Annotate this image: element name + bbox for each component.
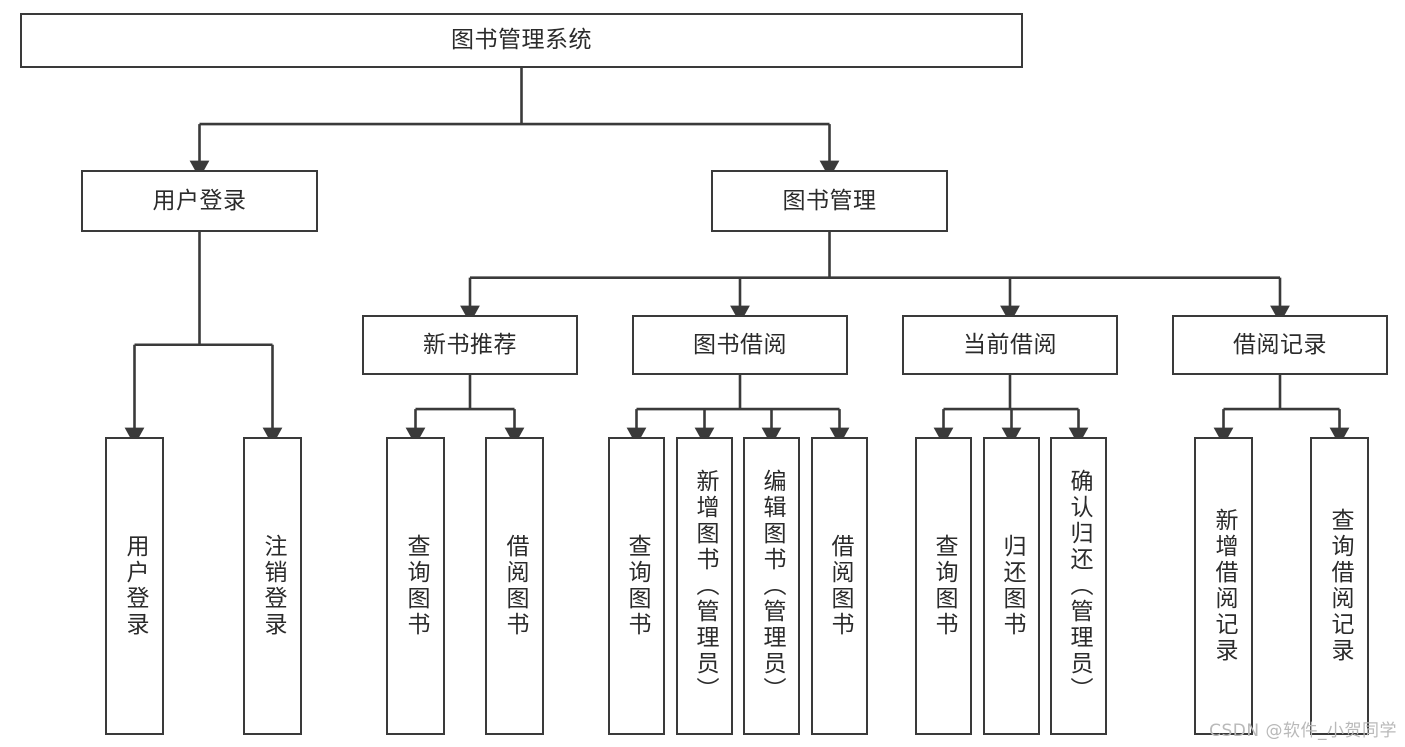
node-label: 确认归还（管理员） bbox=[1066, 469, 1092, 703]
node-label: 查询图书 bbox=[624, 534, 650, 638]
node-leaf-query-book-1[interactable]: 查询图书 bbox=[386, 437, 445, 735]
node-leaf-borrow-book-2[interactable]: 借阅图书 bbox=[811, 437, 868, 735]
node-label: 注销登录 bbox=[260, 534, 286, 638]
node-new-book-recommend[interactable]: 新书推荐 bbox=[362, 315, 578, 375]
node-user-login[interactable]: 用户登录 bbox=[81, 170, 318, 232]
node-current-borrow[interactable]: 当前借阅 bbox=[902, 315, 1118, 375]
node-label: 当前借阅 bbox=[963, 331, 1057, 358]
node-leaf-user-login[interactable]: 用户登录 bbox=[105, 437, 164, 735]
node-label: 用户登录 bbox=[122, 534, 148, 638]
node-label: 查询借阅记录 bbox=[1327, 508, 1353, 664]
node-label: 图书借阅 bbox=[693, 331, 787, 358]
node-book-manage[interactable]: 图书管理 bbox=[711, 170, 948, 232]
node-leaf-query-record[interactable]: 查询借阅记录 bbox=[1310, 437, 1369, 735]
node-leaf-edit-book[interactable]: 编辑图书（管理员） bbox=[743, 437, 800, 735]
node-label: 借阅记录 bbox=[1233, 331, 1327, 358]
node-book-borrow[interactable]: 图书借阅 bbox=[632, 315, 848, 375]
node-label: 查询图书 bbox=[931, 534, 957, 638]
node-label: 新增借阅记录 bbox=[1211, 508, 1237, 664]
node-label: 图书管理 bbox=[782, 187, 877, 214]
node-label: 归还图书 bbox=[999, 534, 1025, 638]
node-label: 借阅图书 bbox=[827, 534, 853, 638]
node-label: 查询图书 bbox=[403, 534, 429, 638]
node-label: 编辑图书（管理员） bbox=[759, 469, 785, 703]
node-root-book-management-system[interactable]: 图书管理系统 bbox=[20, 13, 1023, 68]
node-leaf-logout[interactable]: 注销登录 bbox=[243, 437, 302, 735]
node-label: 用户登录 bbox=[152, 187, 247, 214]
node-leaf-return-book[interactable]: 归还图书 bbox=[983, 437, 1040, 735]
node-leaf-borrow-book-1[interactable]: 借阅图书 bbox=[485, 437, 544, 735]
node-label: 借阅图书 bbox=[502, 534, 528, 638]
node-borrow-record[interactable]: 借阅记录 bbox=[1172, 315, 1388, 375]
node-leaf-query-book-2[interactable]: 查询图书 bbox=[608, 437, 665, 735]
node-leaf-confirm-return[interactable]: 确认归还（管理员） bbox=[1050, 437, 1107, 735]
node-label: 图书管理系统 bbox=[451, 27, 592, 54]
node-label: 新书推荐 bbox=[423, 331, 517, 358]
node-leaf-add-book[interactable]: 新增图书（管理员） bbox=[676, 437, 733, 735]
node-leaf-add-record[interactable]: 新增借阅记录 bbox=[1194, 437, 1253, 735]
node-label: 新增图书（管理员） bbox=[692, 469, 718, 703]
node-leaf-query-book-3[interactable]: 查询图书 bbox=[915, 437, 972, 735]
